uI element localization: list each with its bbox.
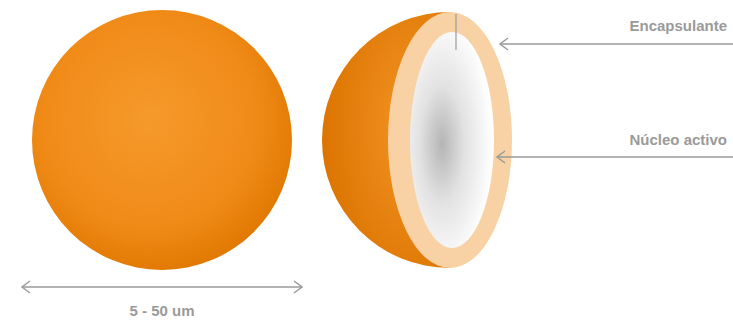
part-label: Encapsulante xyxy=(629,17,727,35)
part-label: Núcleo activo xyxy=(629,131,727,149)
sphere xyxy=(32,10,292,270)
shell-thickness-mark xyxy=(455,14,456,50)
dimension-label: 5 - 50 um xyxy=(129,302,194,320)
dimension-arrow xyxy=(22,281,302,293)
active-core xyxy=(410,32,494,248)
shell-section xyxy=(388,12,512,268)
leader-line xyxy=(500,38,733,50)
leader-line xyxy=(497,151,733,163)
